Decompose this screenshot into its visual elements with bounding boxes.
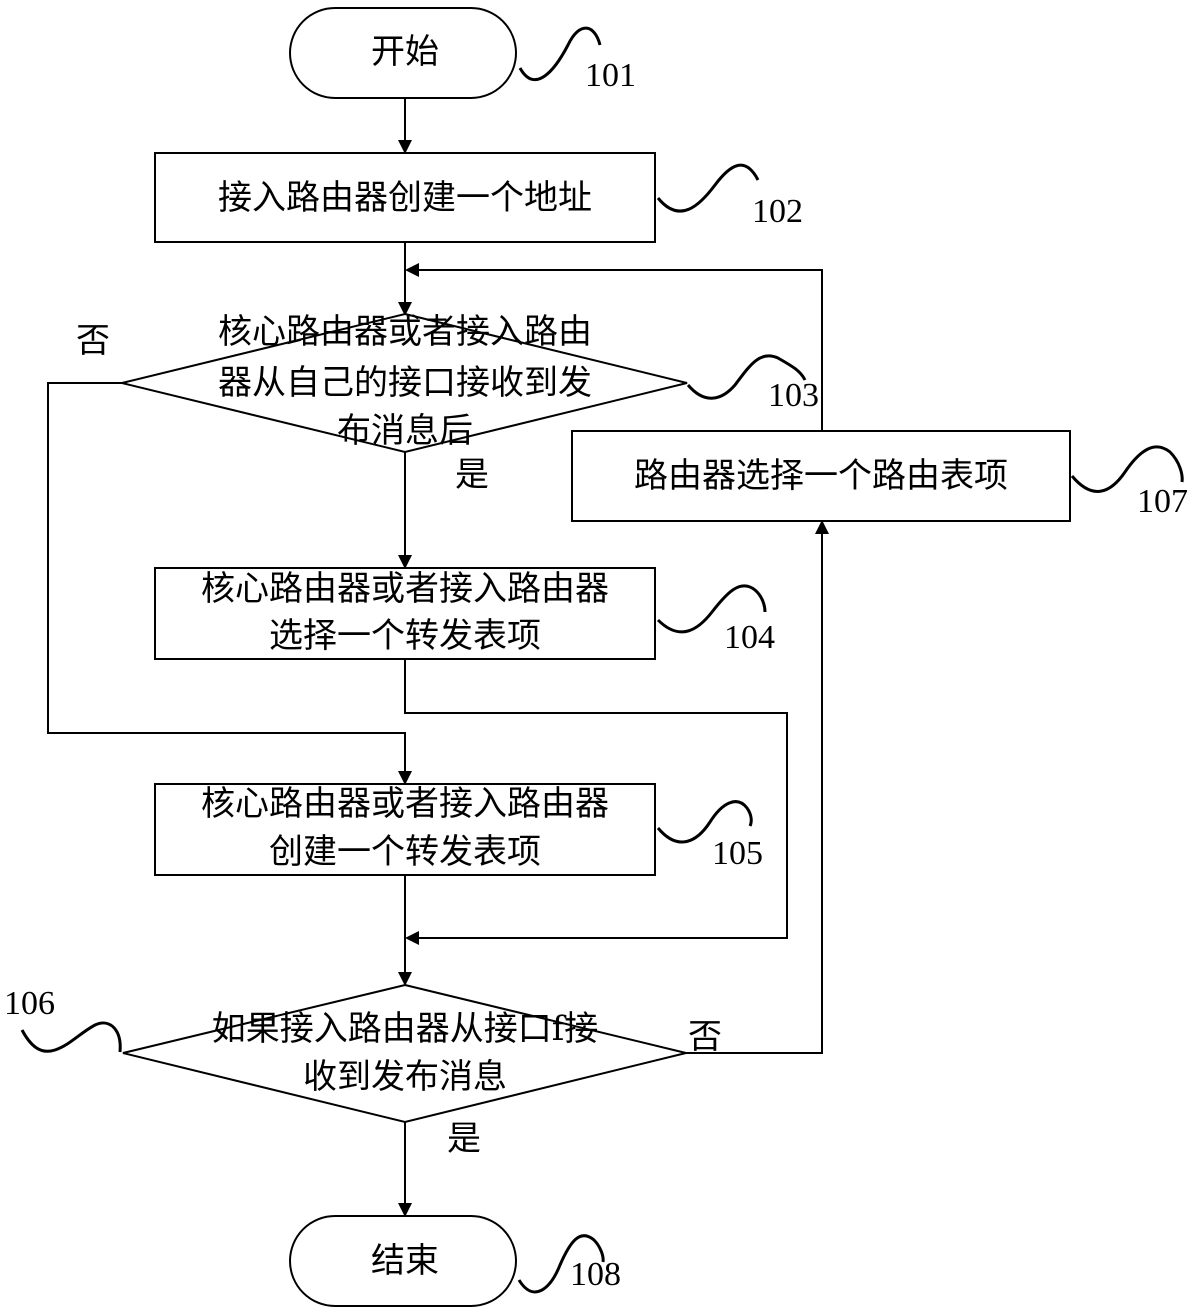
ref-wave-105: [656, 800, 753, 844]
ref-wave-101: [518, 26, 602, 82]
start-terminator: [289, 7, 517, 99]
decision-106-line1: 如果接入路由器从接口f接: [212, 1009, 599, 1049]
ref-wave-106: [20, 1021, 122, 1053]
ref-103: 103: [768, 377, 819, 414]
ref-108: 108: [570, 1256, 621, 1293]
ref-102: 102: [752, 193, 803, 230]
ref-101: 101: [585, 57, 636, 94]
ref-wave-108: [517, 1234, 605, 1294]
process-105: [154, 783, 656, 876]
decision-103-line3: 布消息后: [337, 411, 473, 451]
label-106-yes: 是: [447, 1119, 481, 1159]
decision-103-line2: 器从自己的接口接收到发: [218, 363, 592, 403]
label-103-yes: 是: [455, 455, 489, 495]
process-105-line2: 创建一个转发表项: [269, 832, 541, 872]
process-107: [571, 430, 1071, 522]
ref-105: 105: [712, 835, 763, 872]
process-104-line2: 选择一个转发表项: [269, 616, 541, 656]
arrow-107-loop-back: [405, 263, 823, 431]
arrow-103-no-to-105: [47, 382, 412, 785]
ref-104: 104: [724, 619, 775, 656]
label-103-no: 否: [76, 321, 110, 361]
end-terminator: [289, 1215, 517, 1307]
decision-106: [122, 983, 687, 1124]
process-107-label: 路由器选择一个路由表项: [634, 456, 1008, 496]
decision-103-line1: 核心路由器或者接入路由: [218, 312, 592, 352]
start-label: 开始: [371, 32, 439, 72]
end-label: 结束: [371, 1241, 439, 1281]
process-104: [154, 567, 656, 660]
ref-106: 106: [4, 985, 55, 1022]
ref-107: 107: [1137, 483, 1188, 520]
arrow-104-to-106: [404, 659, 788, 945]
process-102: [154, 152, 656, 243]
ref-wave-103: [686, 354, 807, 400]
process-104-line1: 核心路由器或者接入路由器: [201, 569, 609, 609]
ref-wave-107: [1070, 445, 1184, 493]
process-105-line1: 核心路由器或者接入路由器: [201, 784, 609, 824]
ref-wave-104: [656, 584, 767, 634]
ref-wave-102: [656, 163, 760, 213]
arrow-106-no-to-107: [686, 520, 829, 1054]
decision-106-line2: 收到发布消息: [303, 1057, 507, 1097]
label-106-no: 否: [688, 1017, 722, 1057]
process-102-label: 接入路由器创建一个地址: [218, 178, 592, 218]
